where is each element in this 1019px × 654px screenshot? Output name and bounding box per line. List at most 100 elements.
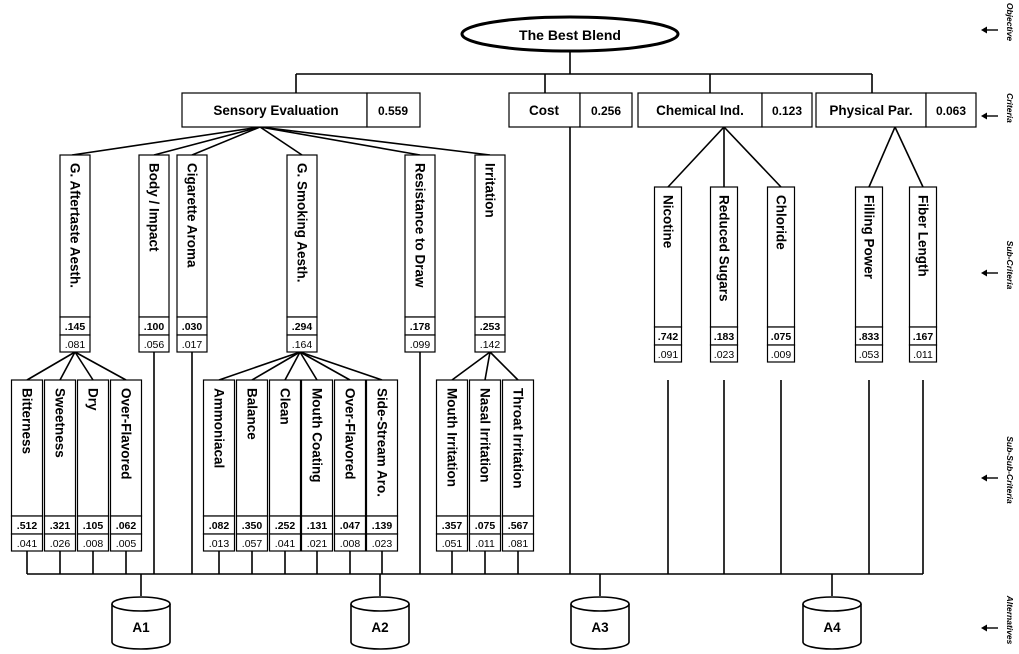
local-weight: .512 xyxy=(17,520,38,532)
global-weight: .026 xyxy=(50,538,71,550)
cylinder-body xyxy=(802,604,862,650)
node-label: Nicotine xyxy=(661,195,676,249)
global-weight: .017 xyxy=(182,339,203,351)
node-bitterness: Bitterness.512.041 xyxy=(10,379,44,552)
goal-label: The Best Blend xyxy=(519,27,621,43)
node-label: Over-Flavored xyxy=(119,388,134,480)
global-weight-box xyxy=(176,334,208,353)
global-weight: .057 xyxy=(242,538,263,550)
node-label: G. Aftertaste Aesth. xyxy=(68,163,83,288)
node-body-impact: Body / Impact.100.056 xyxy=(138,154,170,353)
global-weight-box xyxy=(404,334,436,353)
node-chloride: Chloride.075.009 xyxy=(766,186,796,363)
cylinder-top xyxy=(802,596,862,612)
alternative-label: A1 xyxy=(132,620,150,635)
local-weight: .105 xyxy=(83,520,104,532)
alternative-a1: A1 xyxy=(111,596,171,650)
global-weight-box xyxy=(333,533,367,552)
node-box xyxy=(300,379,334,517)
global-weight-box xyxy=(109,533,143,552)
global-weight-box xyxy=(435,533,469,552)
global-weight: .051 xyxy=(442,538,463,550)
goal-node: The Best Blend xyxy=(460,15,680,53)
node-label: Bitterness xyxy=(20,388,35,454)
node-label: Mouth Coating xyxy=(310,388,325,482)
global-weight: .023 xyxy=(372,538,393,550)
node-box xyxy=(138,154,170,318)
node-g-smoking-aesth: G. Smoking Aesth..294.164 xyxy=(286,154,318,353)
node-label: Side-Stream Aro. xyxy=(375,388,390,497)
cylinder-top xyxy=(111,596,171,612)
alternative-a2: A2 xyxy=(350,596,410,650)
node-cigarette-aroma: Cigarette Aroma.030.017 xyxy=(176,154,208,353)
node-box xyxy=(709,186,739,328)
global-weight-box xyxy=(653,344,683,363)
global-weight-box xyxy=(365,533,399,552)
local-weight: .183 xyxy=(714,331,735,343)
local-weight: .294 xyxy=(292,321,313,333)
level-label: Sub-Sub-Criteria xyxy=(1005,436,1015,504)
node-box xyxy=(235,379,269,517)
cylinder-body xyxy=(111,604,171,650)
local-weight: .178 xyxy=(410,321,431,333)
global-weight-box xyxy=(286,334,318,353)
global-weight-box xyxy=(474,334,506,353)
criterion-label: Physical Par. xyxy=(829,103,912,118)
node-label: Nasal Irritation xyxy=(478,388,493,483)
node-box xyxy=(43,379,77,517)
level-criteria: Criteria xyxy=(981,93,1015,123)
node-box xyxy=(59,154,91,318)
global-weight-box xyxy=(501,533,535,552)
global-weight-box xyxy=(709,344,739,363)
level-alternatives: Alternatives xyxy=(981,595,1015,645)
local-weight: .075 xyxy=(475,520,496,532)
node-box xyxy=(10,379,44,517)
criterion-weight: 0.256 xyxy=(591,104,621,118)
global-weight-box xyxy=(43,533,77,552)
node-clean: Clean.252.041 xyxy=(268,379,302,552)
node-box xyxy=(333,379,367,517)
level-label: Criteria xyxy=(1005,93,1015,123)
node-box xyxy=(268,379,302,517)
local-weight: .252 xyxy=(275,520,296,532)
global-weight: .023 xyxy=(714,349,735,361)
local-weight: .062 xyxy=(116,520,137,532)
subcriteria-layer: G. Aftertaste Aesth..145.081 Body / Impac… xyxy=(59,154,938,363)
local-weight: .253 xyxy=(480,321,501,333)
node-box xyxy=(286,154,318,318)
criterion-label: Chemical Ind. xyxy=(656,103,744,118)
global-weight: .005 xyxy=(116,538,137,550)
node-label: Dry xyxy=(86,388,101,411)
global-weight-box xyxy=(908,344,938,363)
level-sub-criteria: Sub-Criteria xyxy=(981,241,1015,290)
global-weight: .099 xyxy=(410,339,431,351)
node-ammoniacal: Ammoniacal.082.013 xyxy=(202,379,236,552)
local-weight: .167 xyxy=(913,331,934,343)
node-resistance-to-draw: Resistance to Draw.178.099 xyxy=(404,154,436,353)
level-label: Alternatives xyxy=(1005,595,1015,645)
node-label: Ammoniacal xyxy=(212,388,227,468)
criterion-physical: Physical Par. 0.063 xyxy=(815,92,977,128)
node-box xyxy=(501,379,535,517)
global-weight: .021 xyxy=(307,538,328,550)
node-over-flavored: Over-Flavored .062 .005 xyxy=(109,379,143,552)
global-weight-box xyxy=(76,533,110,552)
node-label: Fiber Length xyxy=(916,195,931,277)
global-weight: .142 xyxy=(480,339,501,351)
cylinder-body xyxy=(350,604,410,650)
node-label: Sweetness xyxy=(53,388,68,458)
node-g-aftertaste-aesth: G. Aftertaste Aesth..145.081 xyxy=(59,154,91,353)
global-weight: .041 xyxy=(275,538,296,550)
level-label: Sub-Criteria xyxy=(1005,241,1015,290)
local-weight: .742 xyxy=(658,331,679,343)
node-label: Over-Flavored xyxy=(343,388,358,480)
node-box xyxy=(854,186,884,328)
global-weight: .053 xyxy=(859,349,880,361)
connector-lines xyxy=(26,50,924,596)
node-label: Irritation xyxy=(483,163,498,218)
alternative-label: A3 xyxy=(591,620,609,635)
global-weight-box xyxy=(235,533,269,552)
arrow-left-icon xyxy=(981,474,987,482)
